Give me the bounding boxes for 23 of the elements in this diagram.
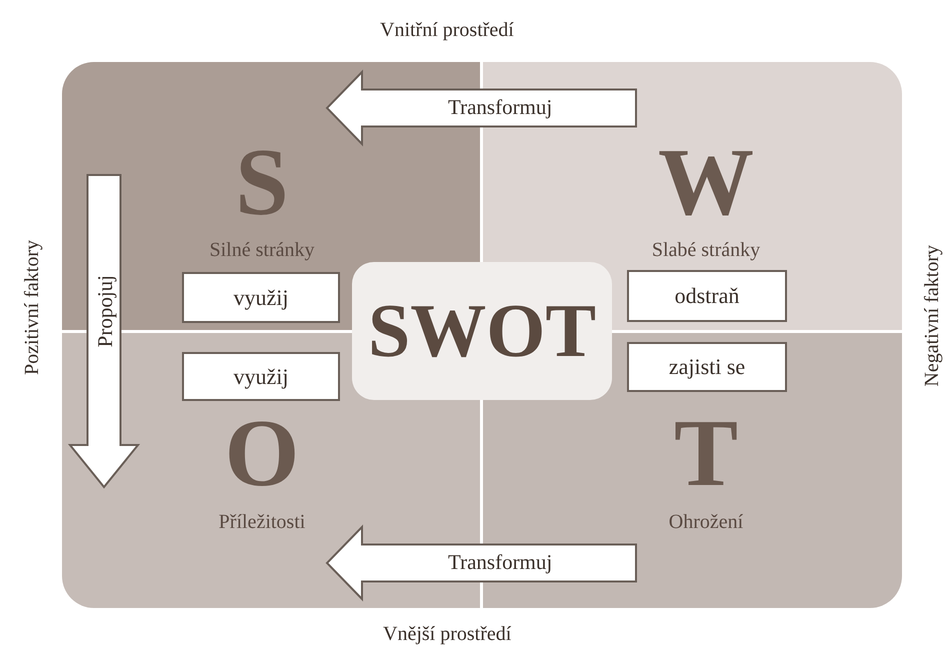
block-arrow [326, 524, 637, 602]
quadrant-title: Ohrožení [668, 510, 744, 534]
quadrant-title: Příležitosti [218, 510, 306, 534]
edge-label: Transformuj [448, 550, 552, 575]
action-box: zajisti se [627, 342, 787, 392]
action-box: odstraň [627, 270, 787, 322]
edge-label: Transformuj [448, 94, 552, 120]
axis-label: Pozitivní faktory [20, 240, 44, 375]
action-box: využij [182, 352, 340, 401]
axis-label: Vnější prostředí [383, 622, 512, 646]
quadrant-title: Slabé stránky [652, 238, 760, 262]
action-box: využij [182, 272, 340, 323]
block-arrow [326, 70, 637, 146]
axis-label: Vnitřní prostředí [380, 18, 514, 42]
quadrant-letter: S [235, 134, 289, 230]
axis-label: Negativní faktory [920, 245, 944, 387]
quadrant-letter: W [658, 134, 754, 230]
quadrant-letter: T [674, 405, 738, 501]
center-title-box: SWOT [352, 262, 612, 400]
quadrant-title: Silné stránky [210, 238, 314, 262]
quadrant-letter: O [224, 405, 300, 501]
block-arrow [68, 174, 140, 489]
edge-label: Propojuj [92, 275, 118, 348]
